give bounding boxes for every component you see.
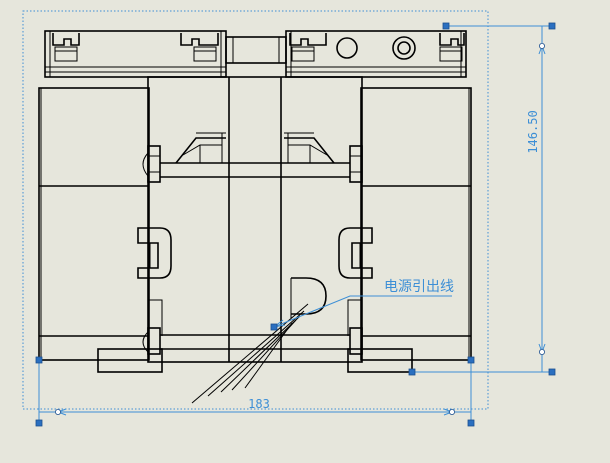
- horizontal-dimension-label[interactable]: 183: [248, 397, 270, 411]
- port-ring-outer: [392, 36, 416, 60]
- cable-outlet: [290, 277, 327, 318]
- port-circle: [336, 37, 358, 59]
- inner-notches: [147, 280, 363, 336]
- left-cone-boss: [175, 132, 226, 164]
- right-cone-boss: [284, 132, 335, 164]
- center-neck: [225, 36, 287, 64]
- vertical-dimension: 146.50: [408, 22, 556, 376]
- left-clip-bracket: [137, 227, 172, 279]
- main-frame: [147, 76, 363, 363]
- horizontal-dimension: 183: [35, 356, 475, 427]
- top-left-head: [44, 30, 227, 78]
- top-right-head: [285, 30, 467, 78]
- tie-rods: [160, 162, 350, 350]
- right-clip-bracket: [338, 227, 373, 279]
- selection-box: [22, 10, 489, 410]
- cable-annotation-label[interactable]: 电源引出线: [384, 279, 454, 295]
- left-motor-block: [38, 87, 150, 361]
- left-rod-nuts: [142, 145, 161, 355]
- port-ring-inner: [397, 41, 411, 55]
- vertical-dimension-label[interactable]: 146.50: [526, 110, 540, 153]
- right-motor-block: [360, 87, 472, 361]
- base-feet: [39, 348, 471, 373]
- cable-annotation: 电源引出线: [270, 279, 454, 331]
- power-cable: [191, 303, 309, 404]
- right-rod-nuts: [349, 145, 363, 355]
